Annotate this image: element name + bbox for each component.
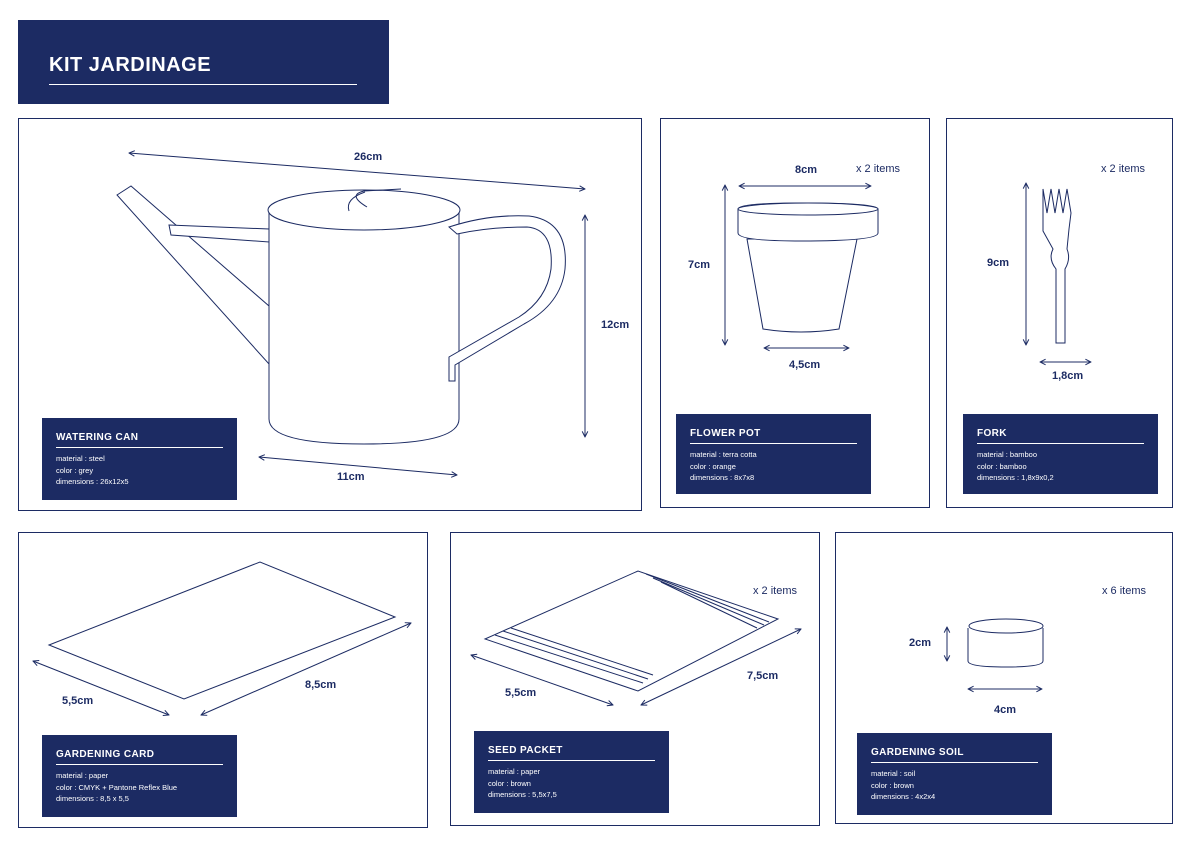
watering-can-illustration (116, 119, 643, 512)
info-box-flower-pot: FLOWER POT material : terra cotta color … (676, 414, 871, 494)
dim-label-base: 11cm (337, 471, 365, 483)
item-name: GARDENING CARD (56, 749, 223, 765)
item-material: material : paper (56, 771, 109, 780)
item-name: WATERING CAN (56, 432, 223, 448)
seed-packet-shape (483, 570, 780, 692)
dim-label-top: 8cm (795, 164, 818, 176)
panel-fork: 9cm 1,8cm x 2 items FORK material : bamb… (946, 118, 1173, 508)
dim-arrow-long (201, 623, 411, 715)
panel-gardening-card: 5,5cm 8,5cm GARDENING CARD material : pa… (18, 532, 428, 828)
item-dimensions: dimensions : 8,5 x 5,5 (56, 794, 129, 803)
dim-label-length: 26cm (354, 151, 383, 163)
watering-can-top (267, 189, 461, 231)
item-color: color : brown (488, 778, 531, 788)
item-dimensions: dimensions : 4x2x4 (871, 792, 936, 801)
dim-label-height: 7cm (688, 259, 711, 271)
panel-seed-packet: 5,5cm 7,5cm x 2 items SEED PACKET materi… (450, 532, 820, 826)
dim-label-height: 12cm (601, 319, 630, 331)
watering-can-handle (448, 215, 566, 382)
gardening-card-illustration (19, 561, 429, 829)
item-dimensions: dimensions : 1,8x9x0,2 (977, 473, 1054, 482)
dim-arrow-length (129, 153, 585, 189)
watering-can-spout (116, 185, 270, 366)
item-dimensions: dimensions : 26x12x5 (56, 477, 129, 486)
dim-label-height: 2cm (909, 637, 932, 649)
quantity-label: x 6 items (1102, 585, 1147, 597)
fork-illustration (947, 119, 1174, 509)
info-box-fork: FORK material : bamboo color : bamboo di… (963, 414, 1158, 494)
dim-arrow-short (33, 661, 169, 715)
panel-watering-can: 26cm 12cm 11cm WATERING CAN material : s… (18, 118, 642, 511)
quantity-label: x 2 items (856, 163, 901, 175)
dim-arrow-short (471, 655, 613, 705)
panel-flower-pot: 8cm 7cm 4,5cm x 2 items FLOWER POT mater… (660, 118, 930, 508)
dim-label-long: 8,5cm (305, 679, 337, 691)
fork-shape (1042, 188, 1072, 344)
item-color: color : orange (690, 461, 736, 471)
item-color: color : CMYK + Pantone Reflex Blue (56, 782, 178, 792)
panel-gardening-soil: 2cm 4cm x 6 items GARDENING SOIL materia… (835, 532, 1173, 824)
item-color: color : grey (56, 465, 94, 475)
dim-label-short: 5,5cm (505, 687, 537, 699)
item-material: material : steel (56, 454, 105, 463)
item-name: FORK (977, 428, 1144, 444)
flower-pot-illustration (661, 119, 879, 509)
item-dimensions: dimensions : 5,5x7,5 (488, 790, 557, 799)
dim-arrow-long (641, 629, 801, 705)
item-dimensions: dimensions : 8x7x8 (690, 473, 755, 482)
soil-pellet-body (967, 628, 1044, 668)
dim-label-width: 1,8cm (1052, 370, 1084, 382)
item-color: color : bamboo (977, 461, 1027, 471)
soil-pellet-top (968, 618, 1044, 634)
seed-packet-illustration (451, 570, 821, 827)
title-underline (49, 84, 357, 85)
item-name: SEED PACKET (488, 745, 655, 761)
dim-label-short: 5,5cm (62, 695, 94, 707)
dim-label-width: 4cm (994, 704, 1017, 716)
item-material: material : paper (488, 767, 541, 776)
info-box-gardening-card: GARDENING CARD material : paper color : … (42, 735, 237, 817)
item-color: color : brown (871, 780, 914, 790)
info-box-watering-can: WATERING CAN material : steel color : gr… (42, 418, 237, 500)
quantity-label: x 2 items (1101, 163, 1146, 175)
item-material: material : terra cotta (690, 450, 757, 459)
item-material: material : soil (871, 769, 916, 778)
item-name: GARDENING SOIL (871, 747, 1038, 763)
watering-can-body (268, 207, 460, 445)
flower-pot-body (746, 238, 858, 333)
quantity-label: x 2 items (753, 585, 798, 597)
title-banner: KIT JARDINAGE (18, 20, 389, 104)
dim-label-bottom: 4,5cm (789, 359, 821, 371)
dim-arrow-base (259, 457, 457, 475)
item-material: material : bamboo (977, 450, 1038, 459)
info-box-gardening-soil: GARDENING SOIL material : soil color : b… (857, 733, 1052, 815)
item-name: FLOWER POT (690, 428, 857, 444)
page-title: KIT JARDINAGE (49, 54, 212, 76)
info-box-seed-packet: SEED PACKET material : paper color : bro… (474, 731, 669, 813)
card-shape (47, 561, 397, 700)
dim-label-long: 7,5cm (747, 670, 779, 682)
dim-label-height: 9cm (987, 257, 1010, 269)
gardening-soil-illustration (836, 618, 1044, 825)
